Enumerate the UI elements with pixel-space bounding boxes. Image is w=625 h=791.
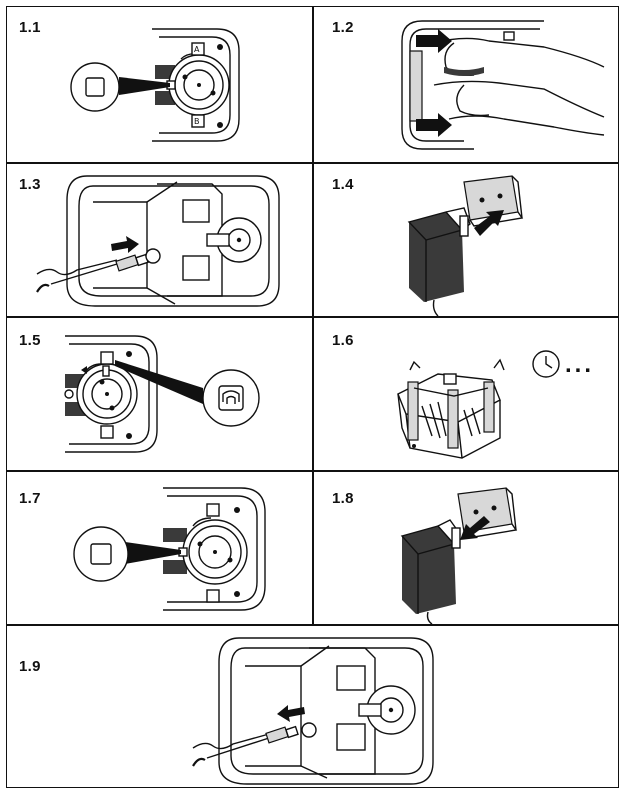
step-1-3-panel: 1.3: [7, 164, 312, 316]
step-label: 1.8: [332, 490, 354, 507]
row-divider: [7, 624, 618, 626]
step-1-5-panel: 1.5: [7, 318, 312, 470]
row-divider: [7, 470, 618, 472]
base-station-top-view-illustration: A B: [70, 28, 240, 142]
step-1-1-panel: 1.1 A B: [7, 7, 312, 162]
step-label: 1.7: [19, 490, 41, 507]
plug-into-socket-illustration: [407, 175, 524, 317]
step-label: 1.9: [19, 658, 41, 675]
step-1-2-panel: 1.2: [314, 7, 620, 162]
step-1-8-panel: 1.8: [314, 472, 620, 625]
waiting-dots: ...: [565, 351, 595, 378]
step-1-4-panel: 1.4: [314, 164, 620, 317]
step-label: 1.2: [332, 19, 354, 36]
row-divider: [7, 316, 618, 318]
row-divider: [7, 162, 618, 164]
hand-pressing-clips-illustration: [401, 20, 605, 150]
unplug-from-socket-illustration: [400, 487, 518, 625]
svg-text:A: A: [194, 45, 200, 54]
step-label: 1.5: [19, 332, 41, 349]
instruction-grid: 1.1 A B 1.2: [6, 6, 619, 788]
step-1-9-panel: 1.9: [7, 626, 620, 788]
base-station-unlocked-illustration: [73, 487, 266, 611]
step-1-6-panel: 1.6 ...: [314, 318, 620, 470]
step-1-7-panel: 1.7: [7, 472, 312, 624]
step-label: 1.6: [332, 332, 354, 349]
insert-cable-illustration: [36, 175, 280, 307]
remove-cable-illustration: [192, 637, 434, 785]
base-station-locked-illustration: [64, 335, 260, 453]
svg-text:B: B: [194, 117, 200, 126]
step-label: 1.3: [19, 176, 41, 193]
step-label: 1.1: [19, 19, 41, 36]
step-label: 1.4: [332, 176, 354, 193]
charging-station-wait-illustration: [397, 350, 560, 459]
